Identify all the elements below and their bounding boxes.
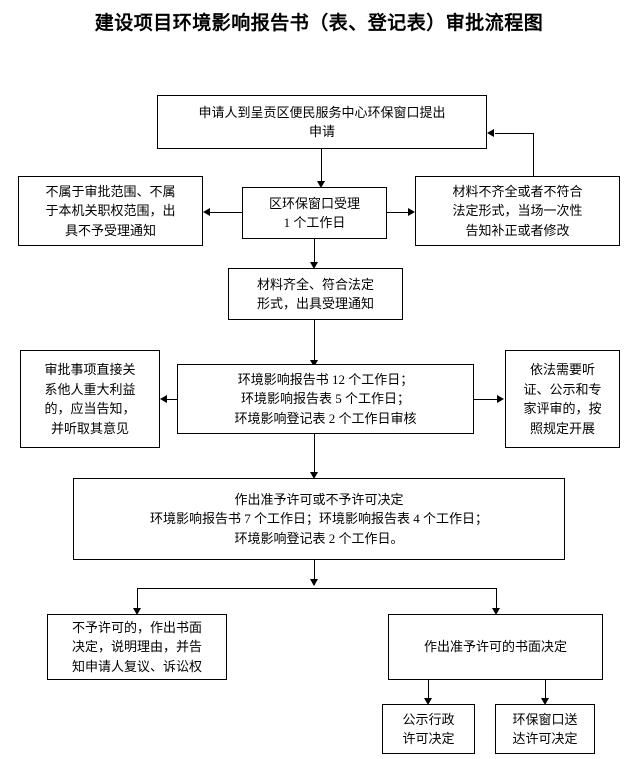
node-publicize: 公示行政 许可决定	[382, 704, 475, 754]
connector-approve-to-publicize-arrowhead	[424, 698, 432, 705]
connector-approve-to-deliver-line	[545, 680, 546, 699]
connector-feedback-vertical	[533, 133, 534, 176]
connector-decision-stem-arrowhead	[310, 579, 318, 586]
connector-feedback-horizontal	[495, 133, 534, 134]
connector-accept-to-complete-arrowhead	[310, 262, 318, 269]
node-hearing: 依法需要听 证、公示和专 家评审的，按 照规定开展	[505, 350, 620, 448]
connector-review-to-hearing-arrowhead	[497, 395, 504, 403]
connector-feedback-arrowhead	[487, 129, 494, 137]
connector-review-to-hearing-line	[474, 399, 498, 400]
connector-accept-to-complete-line	[314, 239, 315, 263]
node-incomplete-label: 材料不齐全或者不符合 法定形式，当场一次性 告知补正或者修改	[452, 183, 583, 238]
node-out-of-scope: 不属于审批范围、不属 于本机关职权范围，出 具不予受理通知	[18, 176, 203, 246]
node-accept: 区环保窗口受理 1 个工作日	[242, 187, 387, 239]
node-notify-third-party: 审批事项直接关 系他人重大利益 的，应当告知， 并听取其意见	[20, 350, 160, 448]
connector-review-to-notify-arrowhead	[160, 395, 167, 403]
node-incomplete: 材料不齐全或者不符合 法定形式，当场一次性 告知补正或者修改	[415, 176, 620, 246]
node-decision: 作出准予许可或不予许可决定 环境影响报告书 7 个工作日；环境影响报告表 4 个…	[73, 478, 565, 560]
connector-apply-to-accept-arrowhead	[317, 181, 325, 188]
node-accept-label: 区环保窗口受理 1 个工作日	[268, 195, 360, 231]
connector-complete-to-review-line	[314, 320, 315, 361]
connector-branch-deny-arrowhead	[133, 608, 141, 615]
connector-approve-to-deliver-arrowhead	[541, 698, 549, 705]
connector-review-to-decision-line	[314, 434, 315, 473]
connector-branch-approve-line	[496, 588, 497, 610]
node-hearing-label: 依法需要听 证、公示和专 家评审的，按 照规定开展	[523, 362, 602, 436]
connector-review-to-decision-arrowhead	[310, 472, 318, 479]
connector-branch-approve-arrowhead	[492, 608, 500, 615]
node-out-of-scope-label: 不属于审批范围、不属 于本机关职权范围，出 具不予受理通知	[45, 183, 176, 238]
node-review: 环境影响报告书 12 个工作日； 环境影响报告表 5 个工作日； 环境影响登记表…	[177, 364, 474, 434]
node-notify-third-party-label: 审批事项直接关 系他人重大利益 的，应当告知， 并听取其意见	[44, 362, 136, 436]
connector-approve-to-publicize-line	[428, 680, 429, 699]
connector-review-to-notify-line	[167, 399, 178, 400]
node-apply-label: 申请人到呈贡区便民服务中心环保窗口提出 申请	[198, 104, 446, 140]
node-approve: 作出准予许可的书面决定	[388, 614, 603, 680]
node-deny-label: 不予许可的，作出书面 决定，说明理由，并告 知申请人复议、诉讼权	[71, 619, 202, 674]
connector-complete-to-review-arrowhead	[310, 360, 318, 367]
connector-accept-to-incomplete-line	[387, 212, 408, 213]
connector-accept-to-incomplete-arrowhead	[408, 208, 415, 216]
node-apply: 申请人到呈贡区便民服务中心环保窗口提出 申请	[157, 95, 487, 149]
connector-apply-to-accept-line	[321, 149, 322, 182]
node-decision-label: 作出准予许可或不予许可决定 环境影响报告书 7 个工作日；环境影响报告表 4 个…	[149, 491, 488, 546]
connector-accept-to-out-of-scope-arrowhead	[203, 208, 210, 216]
node-deliver-label: 环保窗口送 达许可决定	[512, 711, 578, 747]
node-complete: 材料齐全、符合法定 形式，出具受理通知	[228, 268, 403, 320]
node-deliver: 环保窗口送 达许可决定	[495, 704, 595, 754]
node-publicize-label: 公示行政 许可决定	[402, 711, 455, 747]
node-approve-label: 作出准予许可的书面决定	[423, 639, 567, 655]
connector-branch-deny-line	[137, 588, 138, 610]
connector-decision-stem	[314, 560, 315, 585]
connector-accept-to-out-of-scope-line	[210, 212, 242, 213]
node-deny: 不予许可的，作出书面 决定，说明理由，并告 知申请人复议、诉讼权	[47, 614, 227, 680]
page-title: 建设项目环境影响报告书（表、登记表）审批流程图	[94, 13, 544, 34]
node-review-label: 环境影响报告书 12 个工作日； 环境影响报告表 5 个工作日； 环境影响登记表…	[234, 371, 417, 426]
node-complete-label: 材料齐全、符合法定 形式，出具受理通知	[256, 276, 374, 312]
connector-decision-split-bar	[137, 588, 497, 589]
